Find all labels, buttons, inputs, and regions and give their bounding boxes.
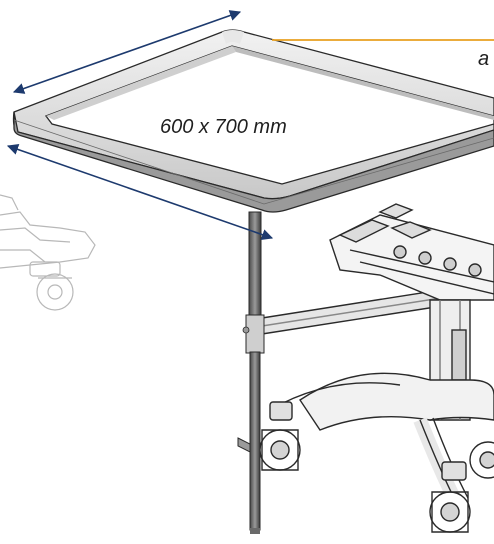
dimension-label: 600 x 700 mm [160,116,287,138]
cart-base [261,203,494,504]
caster-front-right [429,461,471,533]
ghost-caster-left [0,194,96,311]
support-pole [237,211,265,534]
dimension-arrows [6,10,274,240]
dimension-arrow-depth [12,10,242,94]
caster-front-left [259,401,301,471]
callout-label: a [478,48,490,70]
caster-right [469,441,494,479]
dimension-arrow-width [6,144,274,240]
